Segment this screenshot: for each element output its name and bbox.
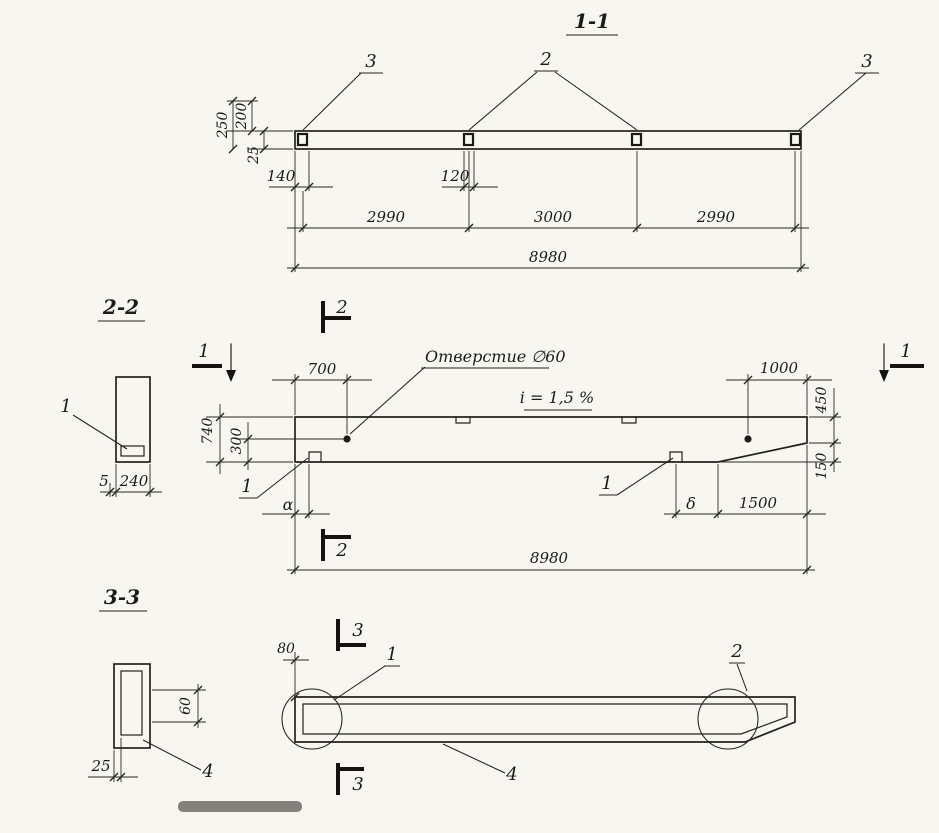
plan-outer-outline [294,696,796,743]
dim-300: 300 [229,428,245,455]
dimension-ticks-3-3 [109,685,203,782]
section-3-3-title: 3-3 [104,585,140,609]
callout-leaders-1-1 [302,70,879,131]
view-1-1: 1-1 3 2 3 200 250 25 140 120 2990 3000 2… [215,9,879,273]
cut-mark-1-right-arrowhead [879,370,889,382]
dim-740: 740 [200,418,216,445]
section-3-3-inner [120,670,143,736]
cut-mark-3-top [336,619,366,651]
callout-4-section33: 4 [201,761,213,782]
dim-250: 250 [215,112,231,140]
elevation-view: 2 2 1 1 Отверстие ∅60 i = 1,5 % 700 1000… [192,297,924,575]
section-3-3-outer [113,663,151,749]
callout-4-plan: 4 [505,764,517,785]
dim-1500: 1500 [739,494,778,512]
dim-700: 700 [308,360,337,378]
hole-label: Отверстие ∅60 [425,347,566,366]
plan-view: 3 3 80 1 2 4 [277,619,796,795]
section-2-2: 2-2 1 5 240 [60,295,162,497]
extension-lines-elevation [206,374,841,574]
cut-mark-2-bottom-label: 2 [335,540,347,561]
detail-label-2: 2 [730,641,742,662]
dimension-ticks-1-1 [228,96,806,273]
section-2-2-flange [120,445,145,457]
dim-5: 5 [99,472,109,490]
hole-left [343,435,351,443]
dim-60: 60 [178,697,194,715]
callout-3-left: 3 [365,51,376,72]
dimension-lines-elevation [262,379,832,571]
rib-square-3 [630,132,643,147]
top-rib-notches [455,416,637,424]
cut-mark-1-left-label: 1 [198,341,209,362]
cut-mark-2-top [321,301,351,333]
callout-1-notch-right: 1 [601,473,612,494]
rib-square-1 [296,132,309,147]
dimension-lines-2-2 [100,464,162,497]
plan-callout-leaders [333,662,748,774]
rib-square-4 [789,132,802,147]
cut-mark-2-top-label: 2 [335,297,347,318]
section-3-3: 3-3 60 25 4 [88,585,214,782]
dimension-lines-1-1 [269,186,809,269]
beam-elevation-outline [294,416,808,463]
dim-span-1: 2990 [366,208,406,226]
scan-smudge [178,801,302,812]
dim-240: 240 [119,472,149,490]
dim-delta: δ [686,494,696,513]
plan-inner-outline [302,703,788,735]
dim-120: 120 [441,167,470,185]
callout-3-right: 3 [861,51,872,72]
dim-80: 80 [277,641,295,657]
extension-lines-1-1 [226,100,802,272]
rib-square-2 [462,132,475,147]
cut-mark-3-bottom-label: 3 [352,774,363,795]
callout-2-mid: 2 [539,49,551,70]
view-1-1-title: 1-1 [574,9,610,33]
cut-mark-1-right-label: 1 [900,341,911,362]
dim-alpha: α [283,495,294,514]
detail-circle-left [281,688,343,750]
callout-1-section22: 1 [60,396,71,417]
beam-section-outline [294,130,802,150]
dim-total-elevation: 8980 [530,549,569,567]
callout-1-notch-left: 1 [241,476,252,497]
dimension-ticks-elevation [215,375,839,575]
dim-25-wall: 25 [90,757,110,775]
cut-mark-3-bottom [336,763,364,795]
hole-leader [349,366,549,435]
dimension-lines-3-3 [88,684,206,782]
slope-label: i = 1,5 % [520,388,594,407]
notch-callout-leaders [239,457,674,499]
section-2-2-title: 2-2 [102,295,139,319]
dim-1000: 1000 [760,359,799,377]
cut-mark-1-left-arrowhead [226,370,236,382]
dim-span-2: 3000 [534,208,573,226]
hole-right [744,435,752,443]
section-3-3-leader [142,739,202,771]
dim-140: 140 [267,167,296,185]
dim-200: 200 [234,103,250,131]
bottom-rib-notches [308,451,683,463]
section-2-2-outline [115,376,151,463]
dim-total-1-1: 8980 [529,248,568,266]
dim-150: 150 [814,453,830,480]
detail-circle-right [697,688,759,750]
dimension-ticks-2-2 [105,487,155,497]
dim-450: 450 [814,387,830,415]
detail-label-1: 1 [386,644,397,665]
cut-mark-3-top-label: 3 [352,620,363,641]
dim-25-slab: 25 [246,146,262,165]
dim-span-3: 2990 [696,208,736,226]
cut-mark-2-bottom [321,529,351,561]
rib-cut-squares [296,132,802,147]
section-2-2-leader [72,414,128,450]
